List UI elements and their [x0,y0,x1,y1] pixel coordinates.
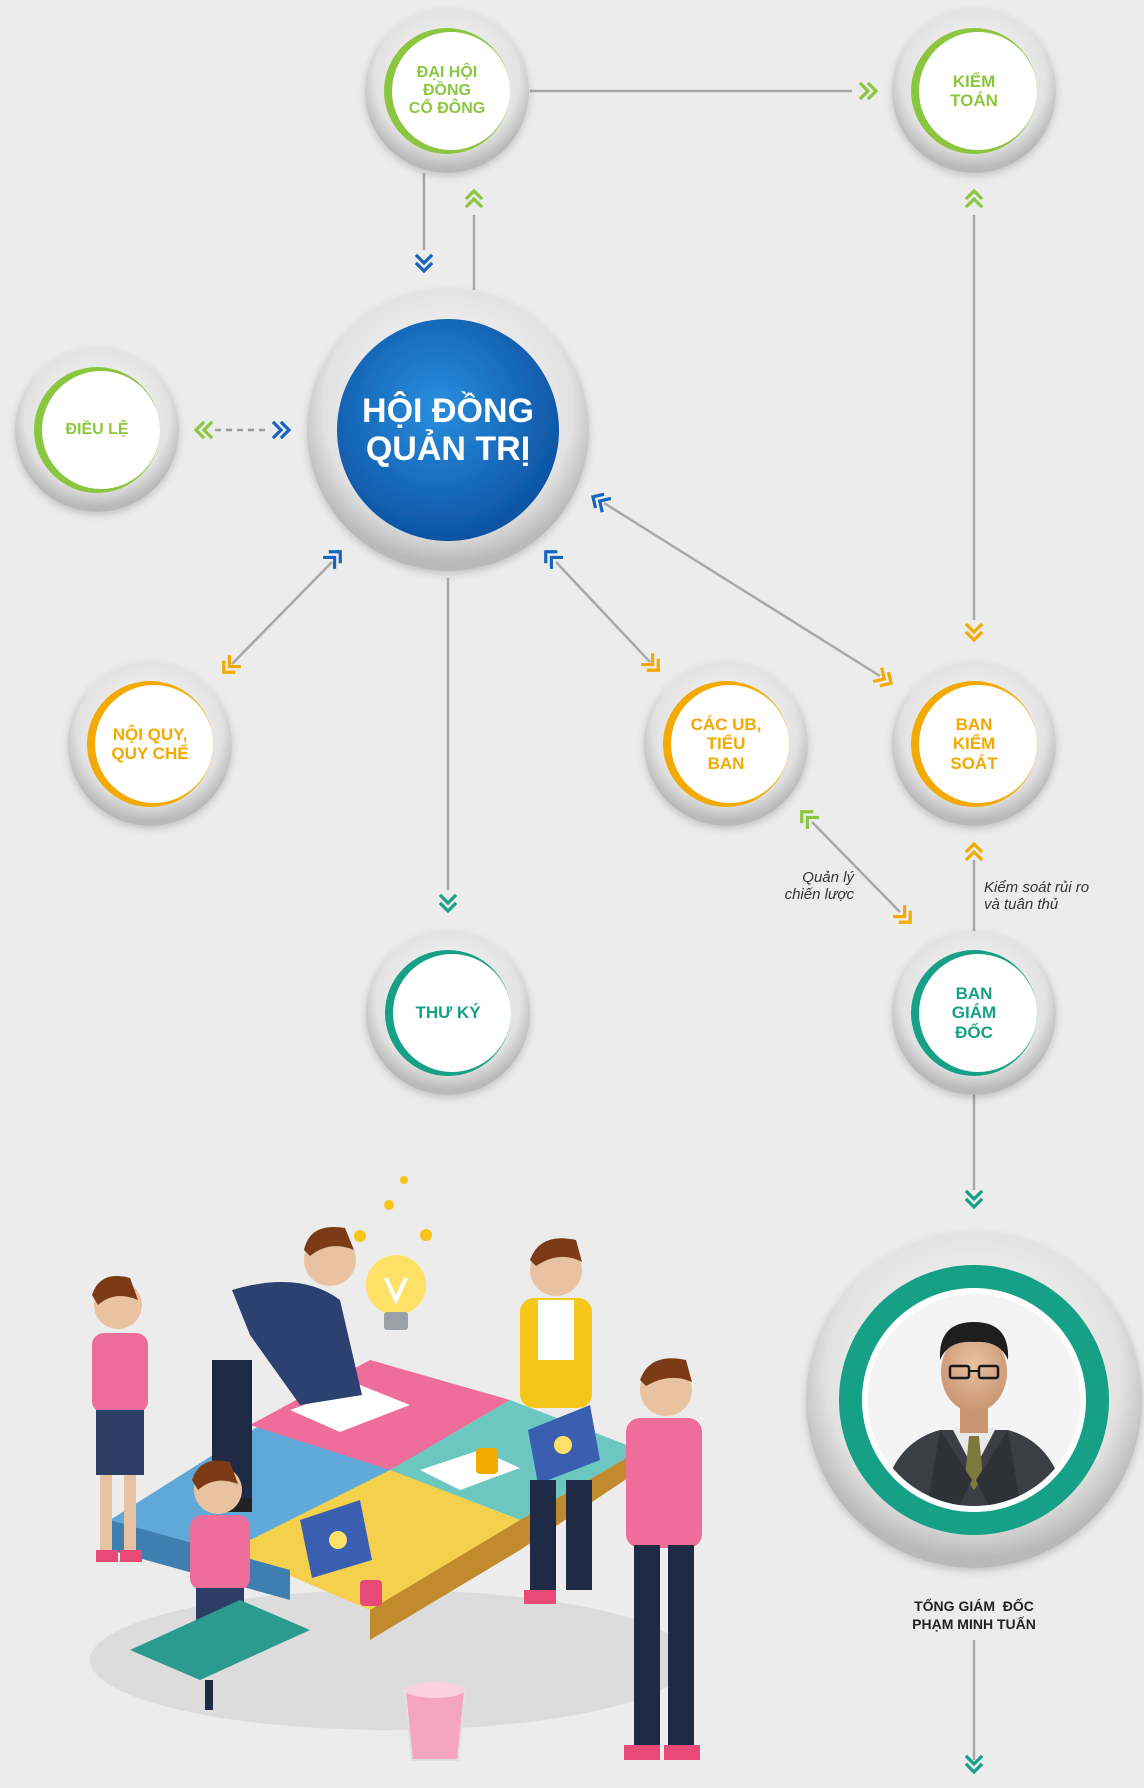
arrow-right-icon [858,81,879,101]
arrow-right-icon [271,420,292,440]
note-quan-ly: Quản lý chiến lược [764,869,854,904]
node-line: TIỂU [706,734,746,754]
lightbulb-icon [354,1176,432,1330]
line-cacub-bgd [811,821,901,913]
arrow-up-left-icon [590,492,612,513]
node-line: ĐẠI HỘI [416,64,478,82]
ceo-title: TỔNG GIÁM ĐỐC [914,1598,1034,1614]
node-label-dhdcd: ĐẠI HỘI ĐỒNG CỔ ĐÔNG [387,51,507,131]
arrow-up-icon [964,188,984,209]
line-hdqt-noiquy [231,561,333,665]
arrow-down-icon [964,622,984,643]
arrow-up-icon [964,841,984,862]
node-bks [892,662,1056,826]
arrow-up-left-icon [800,810,819,829]
node-line: HỘI ĐỒNG [362,391,534,430]
line-hdqt-cacub [555,561,651,663]
node-line: KIỂM [952,734,996,754]
node-bgd [892,931,1056,1095]
arrow-down-right-icon [641,653,660,672]
node-line: SOÁT [950,753,998,773]
arrow-down-right-icon [893,905,912,924]
arrow-left-icon [193,420,214,440]
node-line: TOÁN [950,91,998,110]
node-label-thu-ky: THƯ KÝ [388,993,508,1033]
node-label-bgd: BAN GIÁM ĐỐC [914,978,1034,1048]
node-label-cac-ub: CÁC UB, TIỂU BAN [666,709,786,779]
node-label-noi-quy: NỘI QUY, QUY CHẾ [90,719,210,769]
node-hdqt [307,289,589,571]
note-line: và tuân thủ [984,896,1059,914]
arrow-down-icon [964,1754,984,1775]
node-line: NỘI QUY, [112,724,188,744]
ceo-caption: TỔNG GIÁM ĐỐC PHẠM MINH TUẤN [854,1598,1094,1633]
teamwork-illustration [90,1176,702,1761]
node-line: QUẢN TRỊ [365,430,531,468]
node-label-kiem-toan: KIỂM TOÁN [914,61,1034,121]
arrow-up-right-icon [323,550,342,569]
node-line: GIÁM [951,1003,997,1023]
arrow-down-left-icon [222,655,241,674]
node-line: ĐỐC [955,1022,993,1042]
arrow-down-icon [438,893,458,914]
note-line: chiến lược [784,886,854,904]
node-label-hdqt: HỘI ĐỒNG QUẢN TRỊ [318,385,578,475]
node-line: ĐỒNG [423,82,471,100]
line-hdqt-bks [603,501,881,678]
note-line: Kiểm soát rủi ro [984,879,1090,896]
node-cac-ub [644,662,808,826]
arrow-up-left-icon [544,550,563,569]
node-dhdcd [365,9,529,173]
node-dieu-le [15,348,179,512]
note-line: Quản lý [802,869,854,886]
node-line: CỔ ĐÔNG [408,99,486,117]
node-thu-ky [366,931,530,1095]
node-line: BAN [955,715,993,735]
node-line: QUY CHẾ [111,744,189,763]
node-line: BAN [955,984,993,1004]
note-kiem-soat: Kiểm soát rủi ro và tuân thủ [984,879,1134,914]
node-line: BAN [707,753,745,773]
connectors [215,89,976,1760]
node-line: KIỂM [952,71,996,91]
arrow-down-icon [964,1189,984,1210]
arrow-heads [193,81,984,1775]
node-line: ĐIỀU LỆ [65,421,129,439]
arrow-down-icon [414,253,434,274]
node-label-bks: BAN KIỂM SOÁT [914,709,1034,779]
arrow-down-right-icon [872,667,894,688]
node-noi-quy [68,662,232,826]
ceo-name: PHẠM MINH TUẤN [912,1615,1036,1632]
arrow-up-icon [464,188,484,209]
node-label-dieu-le: ĐIỀU LỆ [37,410,157,450]
node-line: THƯ KÝ [415,1003,481,1023]
node-kiem-toan [892,9,1056,173]
node-line: CÁC UB, [690,715,762,735]
